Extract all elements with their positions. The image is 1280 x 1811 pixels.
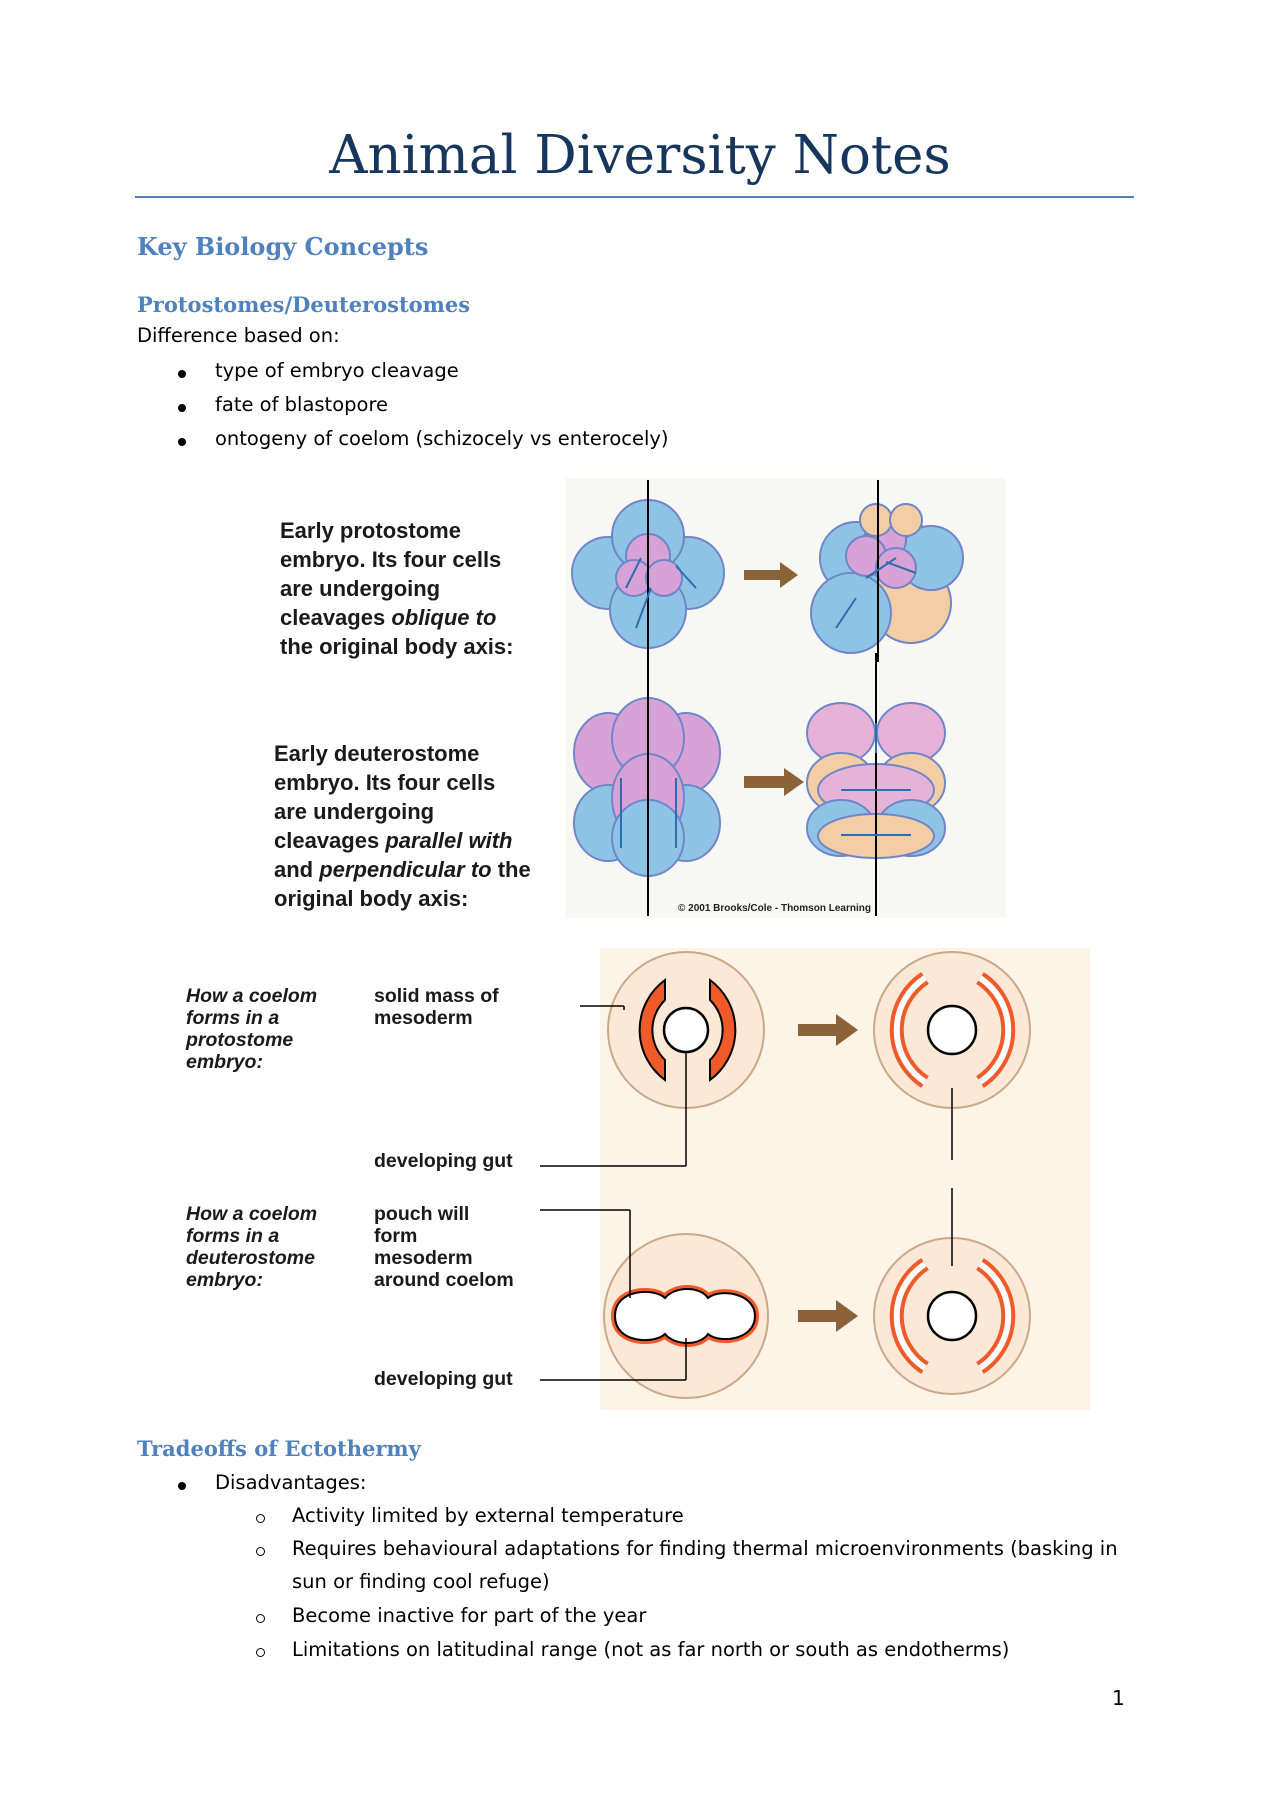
bullet-icon [178,370,186,378]
sub-bullet-icon [256,1614,265,1623]
coelom-illustration [540,948,1090,1410]
ecto-item: Activity limited by external temperature [292,1504,684,1527]
protostome-coelom-label: How a coelom forms in a protostome embry… [186,985,318,1073]
arrow-icon [798,1300,858,1332]
proto-heading: Protostomes/Deuterostomes [137,292,471,317]
proto-bullet: type of embryo cleavage [215,359,459,382]
title-underline [135,196,1134,198]
pouch-label: pouch will form mesoderm around coelom [374,1203,514,1291]
developing-gut-label: developing gut [374,1368,513,1390]
ecto-heading: Tradeoffs of Ectothermy [137,1436,421,1461]
bullet-icon [178,404,186,412]
sub-bullet-icon [256,1648,265,1657]
proto-intro: Difference based on: [137,324,340,347]
ecto-bullet: Disadvantages: [215,1471,367,1494]
solid-mass-label: solid mass of mesoderm [374,985,499,1029]
sub-bullet-icon [256,1514,265,1523]
proto-bullet: ontogeny of coelom (schizocely vs entero… [215,427,669,450]
cleavage-illustration [566,478,1006,918]
bullet-icon [178,1482,186,1490]
arrow-icon [798,1014,858,1046]
proto-bullet: fate of blastopore [215,393,389,416]
ecto-item: Become inactive for part of the year [292,1604,647,1627]
ecto-item: Requires behavioural adaptations for fin… [292,1537,1118,1560]
proto-cleavage-caption: Early protostome embryo. Its four cells … [280,518,514,659]
bullet-icon [178,438,186,446]
arrow-icon [744,562,798,588]
ecto-item-continued: sun or finding cool refuge) [292,1570,550,1593]
protostome-four-cell-embryo [571,499,725,649]
copyright-note: © 2001 Brooks/Cole - Thomson Learning [678,903,871,914]
ecto-item: Limitations on latitudinal range (not as… [292,1638,1010,1661]
document-title: Animal Diversity Notes [329,125,951,186]
developing-gut-label: developing gut [374,1150,513,1172]
section-heading: Key Biology Concepts [137,232,429,261]
sub-bullet-icon [256,1547,265,1556]
arrow-icon [744,768,804,796]
deutero-cleavage-caption: Early deuterostome embryo. Its four cell… [274,741,531,911]
deuterostome-coelom-label: How a coelom forms in a deuterostome emb… [186,1203,318,1291]
page-number: 1 [1112,1686,1125,1710]
